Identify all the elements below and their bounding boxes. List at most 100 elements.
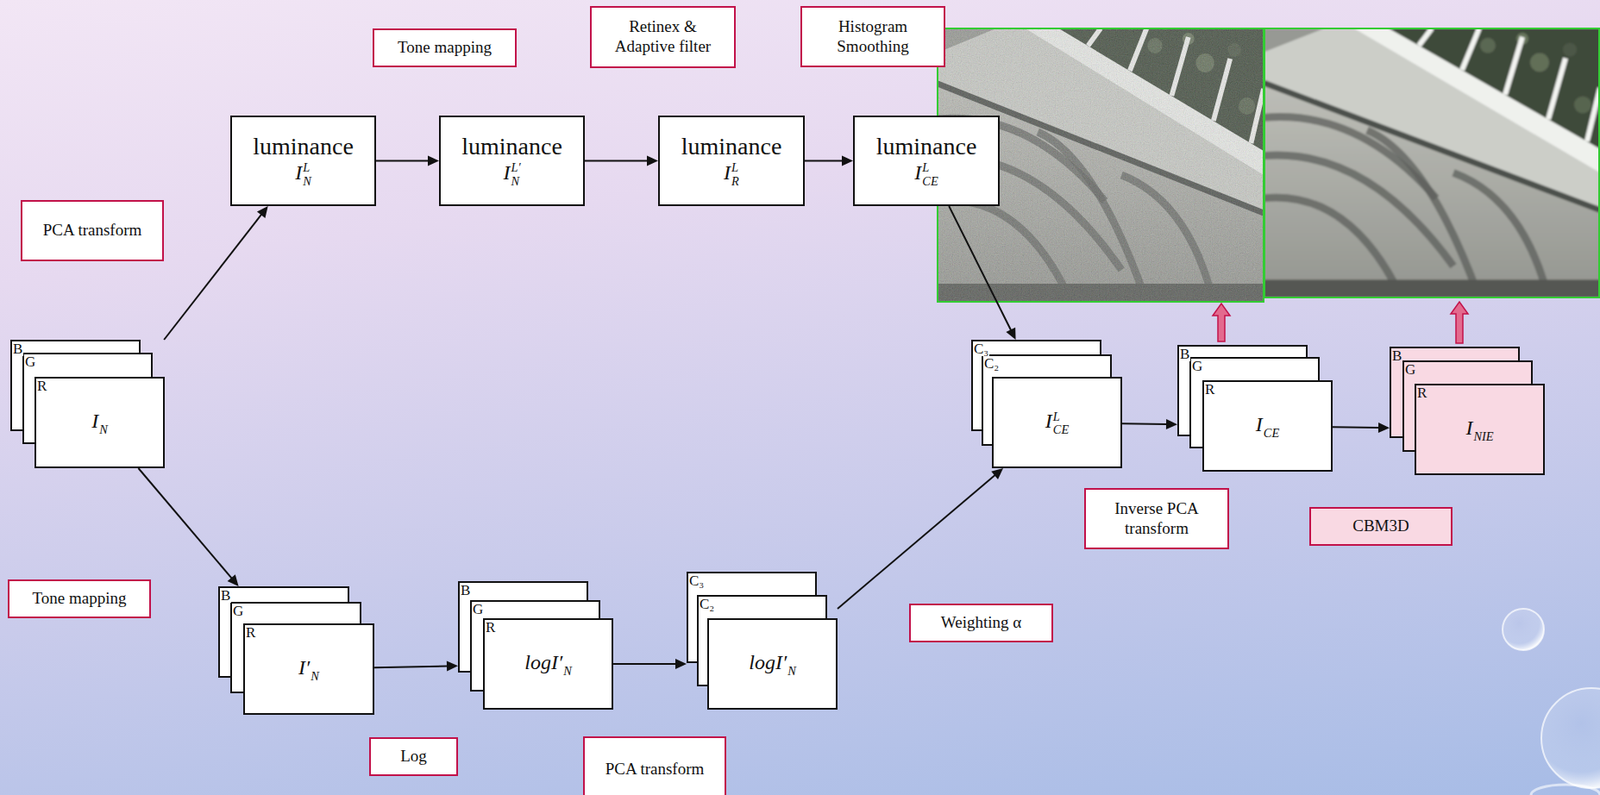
flow-line: [163, 213, 262, 340]
front-text-area: logI′N: [707, 618, 838, 710]
arrowhead: [227, 574, 239, 587]
label-text-wrap: Tone mapping: [397, 37, 492, 58]
flow-arrow: [613, 658, 687, 670]
channel-stack: BGRINIE: [1389, 346, 1545, 476]
math-base: I: [1465, 416, 1473, 440]
flow-line: [804, 160, 843, 163]
step-label: Log: [400, 746, 427, 766]
flow-arrow: [804, 156, 854, 167]
math-sup: L′: [510, 161, 521, 175]
flow-arrow: [948, 206, 1016, 340]
script-spacer: [1473, 417, 1494, 431]
channel-letter: G: [471, 602, 484, 617]
channel-letter: C₂: [698, 596, 716, 612]
luminance-word: luminance: [681, 133, 783, 161]
result-arrow: [1450, 301, 1469, 344]
channel-letter: R: [36, 378, 48, 394]
front-text-area: ILCE: [991, 376, 1123, 469]
channel-letter: R: [244, 625, 257, 640]
script-pair: LCE: [922, 161, 938, 188]
math-base: I: [1045, 409, 1053, 433]
math-base: logI′: [748, 651, 787, 674]
channel-letter: B: [219, 588, 232, 603]
math-sup: L: [731, 161, 740, 175]
channel-stack: BGRlogI′N: [458, 581, 614, 710]
step-label-box: Inverse PCA transform: [1084, 488, 1230, 550]
label-text-wrap: PCA transform: [43, 220, 143, 241]
front-text-area: I′N: [243, 623, 375, 716]
step-label: CBM3D: [1352, 516, 1409, 535]
luminance-word: luminance: [252, 133, 354, 161]
math-sup: L: [922, 161, 938, 175]
arrowhead: [257, 206, 269, 219]
channel-letter: R: [1204, 382, 1216, 397]
arrowhead: [427, 156, 440, 167]
step-label: Tone mapping: [397, 37, 492, 57]
step-label-box: PCA transform: [20, 200, 164, 262]
channel-stack: C₃C₂logI′N: [686, 571, 838, 710]
enhanced-photo: [1263, 28, 1600, 298]
label-text-wrap: Inverse PCA transform: [1092, 499, 1221, 540]
math-base: I′: [298, 656, 310, 679]
channel-letter: G: [1404, 362, 1417, 377]
arrowhead: [991, 468, 1004, 480]
arrowhead: [446, 661, 459, 672]
math-sub: N: [302, 175, 312, 189]
step-label: Retinex & Adaptive filter: [614, 17, 711, 56]
flow-line: [837, 475, 996, 609]
channel-stack: C₃C₂ILCE: [971, 339, 1123, 469]
step-label-box: Histogram Smoothing: [800, 6, 946, 68]
luminance-box: luminanceIL′N: [439, 115, 585, 207]
arrowhead: [1005, 327, 1016, 340]
channel-letter: B: [1391, 348, 1403, 364]
luminance-box: luminanceILN: [230, 115, 377, 207]
step-label-box: Weighting α: [909, 603, 1054, 643]
math-sub: NIE: [1473, 430, 1494, 444]
flow-line: [374, 666, 448, 669]
front-text-area: IN: [34, 376, 165, 469]
flow-arrow: [163, 206, 269, 340]
flow-line: [948, 206, 1011, 331]
script-spacer: [310, 657, 320, 671]
bubble: [1541, 688, 1600, 789]
math-base: logI′: [524, 651, 563, 674]
math-label: ILCE: [1045, 408, 1069, 437]
math-label: ILCE: [914, 160, 938, 189]
math-label: I′N: [298, 655, 320, 684]
channel-letter: B: [459, 583, 471, 598]
math-base: I: [294, 161, 302, 184]
front-text-area: logI′N: [483, 618, 614, 710]
channel-letter: G: [232, 603, 245, 619]
math-sup: L: [1053, 410, 1069, 424]
math-sub: N: [787, 665, 797, 678]
step-label-box: Retinex & Adaptive filter: [589, 6, 736, 69]
step-label: Inverse PCA transform: [1114, 499, 1199, 538]
step-label: PCA transform: [605, 759, 705, 779]
step-label-box: Log: [369, 737, 459, 777]
math-sub: N: [99, 423, 108, 437]
luminance-box: luminanceILCE: [853, 115, 1000, 207]
step-label-box: Tone mapping: [372, 28, 517, 68]
flow-arrow: [1122, 419, 1178, 430]
script-pair: N: [787, 652, 797, 678]
math-label: ILR: [723, 160, 740, 189]
luminance-box: luminanceILR: [658, 115, 805, 207]
math-label: logI′N: [524, 650, 572, 678]
channel-letter: B: [12, 341, 24, 357]
channel-letter: B: [1179, 346, 1191, 362]
step-label: PCA transform: [43, 220, 143, 239]
bubble: [1502, 608, 1544, 651]
flow-line: [613, 663, 677, 666]
step-label: Histogram Smoothing: [836, 17, 909, 56]
script-spacer: [787, 652, 797, 666]
math-base: I: [914, 161, 922, 184]
flow-arrow: [1332, 422, 1390, 433]
script-pair: LR: [731, 161, 740, 188]
arrowhead: [675, 658, 687, 670]
math-sub: R: [731, 175, 740, 189]
channel-stack: BGRICE: [1177, 345, 1333, 472]
label-text-wrap: Weighting α: [941, 613, 1022, 634]
math-sub: CE: [1053, 423, 1069, 437]
step-label-box: CBM3D: [1309, 507, 1453, 546]
